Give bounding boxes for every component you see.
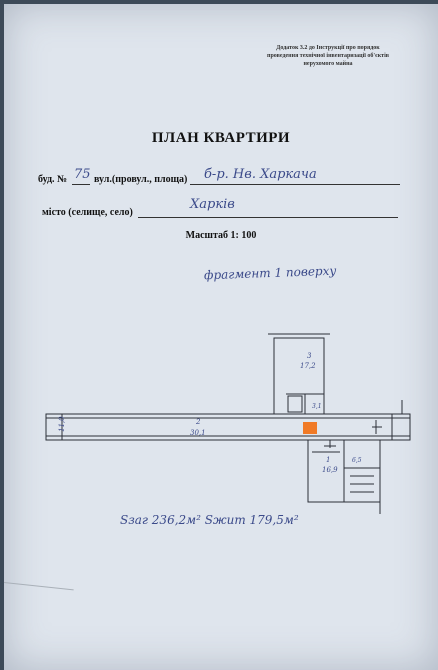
room-1-number: 1 xyxy=(326,456,330,464)
house-number: 75 xyxy=(74,167,91,182)
city-label: місто (селище, село) xyxy=(42,207,133,218)
bath-area: 3,1 xyxy=(312,403,322,410)
scale-label: Масштаб 1: 100 xyxy=(185,230,257,241)
document-title: ПЛАН КВАРТИРИ xyxy=(151,130,291,146)
location-marker xyxy=(303,422,317,434)
room-1-area: 16,9 xyxy=(322,466,338,474)
room-2-number: 2 xyxy=(195,418,201,426)
street-line xyxy=(190,184,400,185)
room-3-area: 17,2 xyxy=(300,362,316,370)
city-value: Харків xyxy=(190,197,235,212)
city-line xyxy=(138,217,398,218)
house-number-line xyxy=(72,184,90,185)
left-dimension: 11,0 xyxy=(58,416,66,432)
appendix-note-line3: нерухомого майна xyxy=(303,61,353,67)
appendix-note-line2: проведення технічної інвентаризації об'є… xyxy=(266,53,390,59)
document-sheet: Додаток 3.2 до Інструкції про порядок пр… xyxy=(3,4,438,670)
street-label: вул.(провул., площа) xyxy=(94,174,188,185)
appendix-note-line1: Додаток 3.2 до Інструкції про порядок xyxy=(276,45,380,51)
room-3-number: 3 xyxy=(307,352,312,360)
appendix-note: Додаток 3.2 до Інструкції про порядок пр… xyxy=(248,44,408,68)
room-1-dim: 6,5 xyxy=(352,457,362,464)
area-totals: Sзаг 236,2м² Sжит 179,5м² xyxy=(120,513,299,527)
room-2-area: 30,1 xyxy=(190,429,206,437)
room-2-outline xyxy=(45,413,411,441)
house-label: буд. № xyxy=(38,174,68,185)
street-value: б-р. Нв. Харкача xyxy=(204,167,317,182)
